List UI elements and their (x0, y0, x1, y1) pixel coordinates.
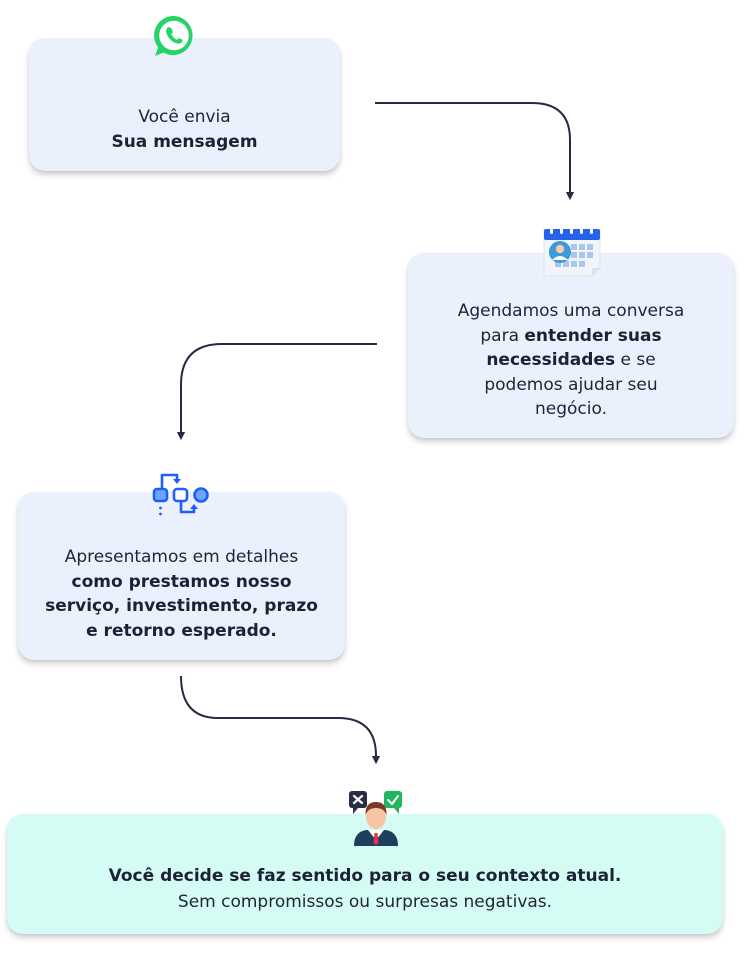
step2-text-b: para (480, 325, 525, 346)
step3-line1: Apresentamos em detalhes (64, 547, 299, 567)
step-card-send-message: Você envia Sua mensagem (29, 38, 340, 171)
arrow-step2-to-step3 (176, 343, 377, 441)
step4-line2: Sem compromissos ou surpresas negativas. (177, 892, 553, 912)
step2-text-e: negócio. (534, 399, 607, 420)
calendar-icon (541, 222, 603, 280)
arrow-step1-to-step2 (375, 102, 575, 201)
step2-line-a: Agendamos uma conversa (457, 301, 685, 322)
step2-bold-b: necessidades (486, 350, 616, 371)
workflow-icon (150, 470, 210, 522)
whatsapp-icon (151, 13, 197, 59)
step2-bold-a: entender suas (524, 325, 662, 346)
step3-bold1: como prestamos nosso (71, 571, 292, 592)
step2-text-d: podemos ajudar seu (484, 374, 658, 395)
step1-line1: Você envia (138, 107, 231, 127)
step3-bold2: serviço, investimento, prazo (45, 596, 318, 616)
step1-line2: Sua mensagem (111, 131, 258, 152)
step4-bold: Você decide se faz sentido para o seu co… (108, 866, 622, 886)
step-card-presentation: Apresentamos em detalhes como prestamos … (18, 492, 345, 660)
arrow-step3-to-step4 (180, 675, 381, 765)
step3-bold3: e retorno esperado. (86, 620, 277, 641)
step2-text-c: e se (615, 350, 656, 371)
decision-person-icon (346, 788, 406, 846)
step-card-schedule-meeting: Agendamos uma conversa para entender sua… (408, 253, 734, 438)
